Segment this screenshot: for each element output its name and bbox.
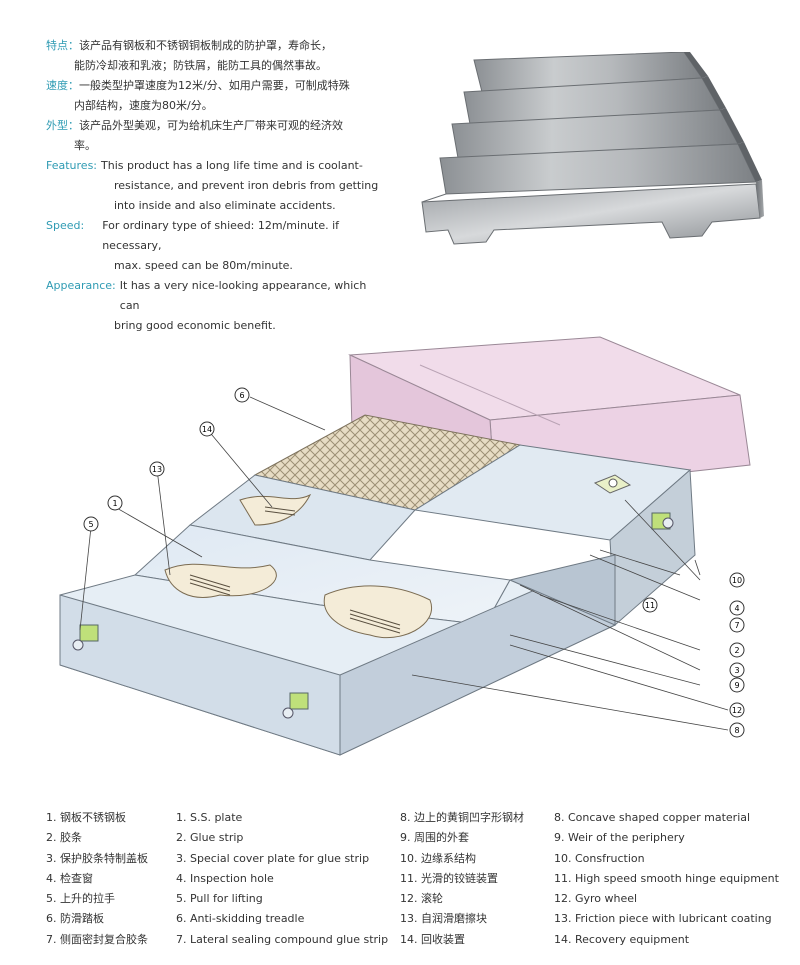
leader-lines [79, 396, 729, 731]
speed-cn-label: 速度： [46, 79, 79, 92]
legend-cn-right: 8. 边上的黄铜凹字形钢材 9. 周围的外套 10. 边缘系结构 11. 光滑的… [400, 808, 524, 950]
legend-item: 1. 钢板不锈钢板 [46, 811, 126, 824]
legend-item: 6. Anti-skidding treadle [176, 912, 305, 926]
svg-text:8: 8 [734, 726, 739, 735]
legend-item: 14. Recovery equipment [554, 932, 690, 946]
callout-3: 3 [729, 662, 745, 678]
features-en-block: Features: This product has a long life t… [46, 156, 386, 176]
svg-text:1: 1 [112, 499, 117, 508]
legend-item: 11. 光滑的铰链装置 [400, 871, 498, 885]
appearance-en-line1: It has a very nice-looking appearance, w… [119, 279, 367, 312]
features-en-line1: This product has a long life time and is… [101, 159, 363, 172]
legend-en-right: 8. Concave shaped copper material 9. Wei… [554, 808, 779, 950]
speed-en-label: Speed: [46, 219, 85, 232]
appearance-cn-line1: 该产品外型美观，可为给机床生产厂带来可观的经济效 [79, 119, 343, 132]
legend-item: 3. Special cover plate for glue strip [176, 851, 370, 865]
speed-cn-line1: 一般类型护罩速度为12米/分、如用户需要，可制成特殊 [79, 79, 350, 92]
legend-en-left: 1. S.S. plate 2. Glue strip 3. Special c… [176, 808, 388, 950]
legend-item: 5. Pull for lifting [176, 892, 263, 906]
legend-item: 8. 边上的黄铜凹字形钢材 [400, 811, 524, 824]
callout-8: 8 [729, 722, 745, 738]
feature-cn-line2: 能防冷却液和乳液；防铁屑，能防工具的偶然事故。 [74, 59, 327, 72]
legend-item: 6. 防滑踏板 [46, 912, 104, 926]
svg-text:14: 14 [202, 425, 212, 434]
appearance-en-block: Appearance: It has a very nice-looking a… [46, 276, 386, 316]
callout-5: 5 [83, 516, 99, 532]
callout-10: 10 [729, 572, 745, 588]
legend-item: 5. 上升的拉手 [46, 892, 115, 906]
cover-structure-diagram: 6 14 13 1 5 10 4 11 7 2 3 9 12 8 [59, 336, 751, 756]
speed-en-line1: For ordinary type of shieed: 12m/minute.… [102, 219, 340, 252]
legend-item: 9. Weir of the periphery [554, 831, 685, 845]
svg-text:11: 11 [645, 601, 655, 610]
legend-item: 3. 保护胶条特制盖板 [46, 851, 148, 865]
legend-item: 7. 侧面密封复合胶条 [46, 932, 148, 946]
svg-text:2: 2 [734, 646, 739, 655]
features-en-label: Features: [46, 159, 98, 172]
callout-1: 1 [107, 495, 123, 511]
speed-cn-line2: 内部结构，速度为80米/分。 [74, 99, 213, 112]
appearance-cn-line2: 率。 [74, 139, 96, 152]
callout-13: 13 [149, 461, 165, 477]
callout-7: 7 [729, 617, 745, 633]
legend-item: 4. 检查窗 [46, 871, 93, 885]
features-en-line3: into inside and also eliminate accidents… [114, 199, 336, 212]
legend-item: 9. 周围的外套 [400, 831, 469, 845]
callout-14: 14 [199, 421, 215, 437]
legend-item: 12. 滚轮 [400, 892, 443, 906]
product-photo [421, 52, 764, 245]
svg-text:4: 4 [734, 604, 739, 613]
legend-item: 10. Consfruction [554, 851, 645, 865]
legend-item: 1. S.S. plate [176, 811, 243, 824]
callout-9: 9 [729, 677, 745, 693]
feature-cn-label: 特点： [46, 39, 79, 52]
legend-item: 11. High speed smooth hinge equipment [554, 871, 779, 885]
lifting-handles [72, 512, 674, 719]
svg-text:12: 12 [732, 706, 742, 715]
legend-item: 8. Concave shaped copper material [554, 811, 751, 824]
svg-text:6: 6 [239, 391, 244, 400]
legend-item: 4. Inspection hole [176, 871, 274, 885]
appearance-en-label: Appearance: [46, 279, 116, 292]
cutaway-sections [164, 493, 433, 639]
legend-item: 12. Gyro wheel [554, 892, 638, 906]
svg-text:3: 3 [734, 666, 739, 675]
svg-text:5: 5 [88, 520, 93, 529]
svg-text:7: 7 [734, 621, 739, 630]
appearance-cn-label: 外型： [46, 119, 79, 132]
callout-2: 2 [729, 642, 745, 658]
svg-text:9: 9 [734, 681, 739, 690]
callout-6: 6 [234, 387, 250, 403]
legend-item: 14. 回收装置 [400, 932, 465, 946]
appearance-cn-block: 外型： 该产品外型美观，可为给机床生产厂带来可观的经济效 [46, 116, 386, 136]
legend-cn-left: 1. 钢板不锈钢板 2. 胶条 3. 保护胶条特制盖板 4. 检查窗 5. 上升… [46, 808, 148, 950]
feature-cn-line1: 该产品有钢板和不锈钢铜板制成的防护罩，寿命长， [79, 39, 332, 52]
intro-text: 特点： 该产品有钢板和不锈钢铜板制成的防护罩，寿命长， 能防冷却液和乳液；防铁屑… [46, 36, 386, 336]
appearance-en-line2: bring good economic benefit. [114, 319, 276, 332]
legend-item: 10. 边缘系结构 [400, 851, 476, 865]
legend-item: 13. 自润滑磨擦块 [400, 912, 487, 926]
legend-item: 2. Glue strip [176, 831, 244, 845]
speed-cn-block: 速度： 一般类型护罩速度为12米/分、如用户需要，可制成特殊 [46, 76, 386, 96]
inspection-window [593, 474, 632, 494]
callout-4: 4 [729, 600, 745, 616]
speed-en-block: Speed: For ordinary type of shieed: 12m/… [46, 216, 386, 256]
svg-text:10: 10 [732, 576, 742, 585]
callout-12: 12 [729, 702, 745, 718]
svg-text:13: 13 [152, 465, 162, 474]
legend-item: 13. Friction piece with lubricant coatin… [554, 912, 772, 926]
feature-cn-block: 特点： 该产品有钢板和不锈钢铜板制成的防护罩，寿命长， [46, 36, 386, 56]
legend-item: 7. Lateral sealing compound glue strip [176, 932, 389, 946]
features-en-line2: resistance, and prevent iron debris from… [114, 179, 379, 192]
legend-item: 2. 胶条 [46, 831, 82, 845]
speed-en-line2: max. speed can be 80m/minute. [114, 259, 293, 272]
callout-11: 11 [642, 597, 658, 613]
